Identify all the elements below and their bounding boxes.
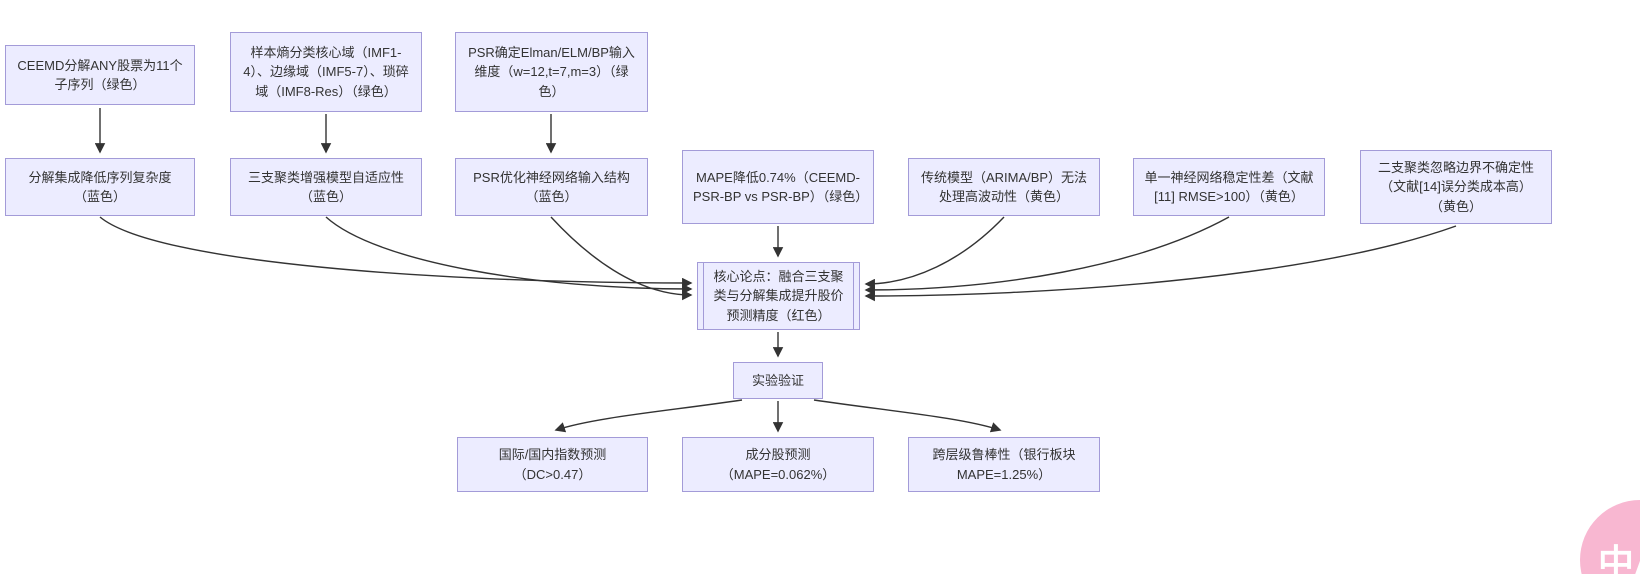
edge-twoway-core [864,225,1457,302]
edge-trad-core [864,216,1005,290]
node-psr-input-dimension: PSR确定Elman/ELM/BP输入维度（w=12,t=7,m=3）（绿色） [455,32,648,112]
edge-decomp-core [99,216,693,289]
edge-psrstruct-core [550,216,693,301]
translate-float-button[interactable]: 中A [1580,500,1640,574]
edge-singlenn-core [864,216,1230,296]
translate-icon: 中A [1598,542,1640,574]
node-two-way-clustering-limit: 二支聚类忽略边界不确定性（文献[14]误分类成本高）（黄色） [1360,150,1552,224]
edge-threeway-core [325,216,693,295]
node-decomposition-complexity: 分解集成降低序列复杂度（蓝色） [5,158,195,216]
node-experimental-validation: 实验验证 [733,362,823,399]
node-sample-entropy-domains: 样本熵分类核心域（IMF1-4）、边缘域（IMF5-7）、琐碎域（IMF8-Re… [230,32,422,112]
node-traditional-model-limit: 传统模型（ARIMA/BP）无法处理高波动性（黄色） [908,158,1100,216]
node-component-stock-prediction: 成分股预测（MAPE=0.062%） [682,437,874,492]
node-core-thesis: 核心论点：融合三支聚类与分解集成提升股价预测精度（红色） [697,262,860,330]
node-psr-input-structure: PSR优化神经网络输入结构（蓝色） [455,158,648,216]
edge-exp-index [554,399,743,433]
node-single-nn-instability: 单一神经网络稳定性差（文献[11] RMSE>100）（黄色） [1133,158,1325,216]
node-index-prediction: 国际/国内指数预测（DC>0.47） [457,437,648,492]
node-ceemd-decomposition: CEEMD分解ANY股票为11个子序列（绿色） [5,45,195,105]
node-mape-reduction: MAPE降低0.74%（CEEMD-PSR-BP vs PSR-BP）（绿色） [682,150,874,224]
node-three-way-clustering: 三支聚类增强模型自适应性（蓝色） [230,158,422,216]
edge-exp-robust [813,399,1002,433]
node-cross-level-robustness: 跨层级鲁棒性（银行板块MAPE=1.25%） [908,437,1100,492]
